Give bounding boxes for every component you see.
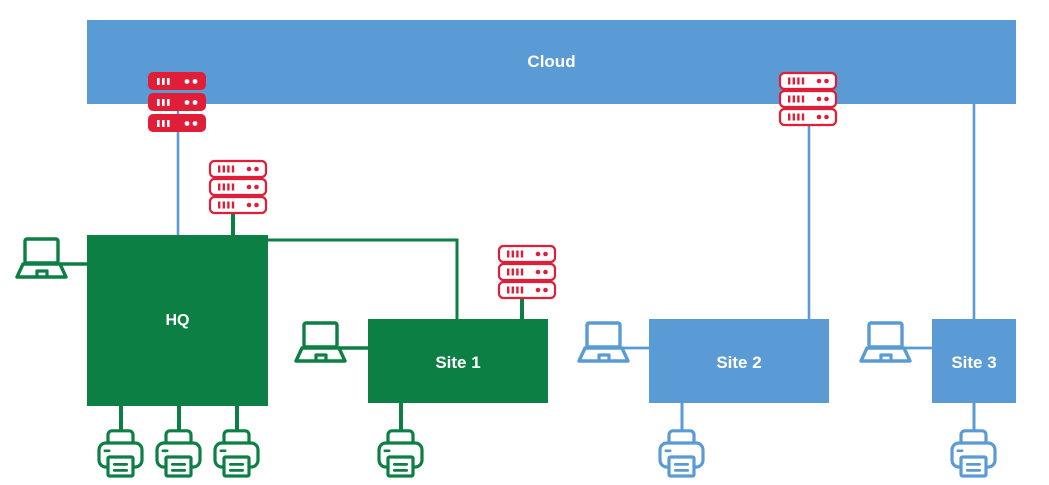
hq-printer-2-icon[interactable] [155, 429, 202, 478]
hq-node[interactable] [87, 235, 268, 406]
site1-server-stack-icon[interactable] [497, 244, 557, 300]
site1-laptop-icon[interactable] [294, 321, 347, 363]
site3-laptop-icon[interactable] [859, 321, 912, 363]
cloud-hq-server-stack-icon[interactable] [148, 72, 206, 132]
site2-printer-icon[interactable] [658, 429, 705, 478]
link-hq-site1 [260, 238, 459, 320]
site3-printer-icon[interactable] [950, 429, 997, 478]
site1-node[interactable] [368, 319, 548, 403]
site1-printer-icon[interactable] [377, 429, 424, 478]
printers-layer [97, 429, 997, 478]
site2-laptop-icon[interactable] [577, 321, 630, 363]
cloud-node[interactable] [87, 20, 1016, 104]
hq-laptop-icon[interactable] [15, 237, 68, 279]
site3-node[interactable] [932, 319, 1016, 403]
hq-server-stack-icon[interactable] [208, 159, 268, 215]
site2-node[interactable] [649, 319, 829, 403]
nodes-layer [87, 20, 1016, 406]
hq-printer-3-icon[interactable] [213, 429, 260, 478]
links-layer [60, 104, 976, 434]
hq-printer-1-icon[interactable] [97, 429, 144, 478]
cloud-site2-server-stack-icon[interactable] [778, 71, 838, 127]
